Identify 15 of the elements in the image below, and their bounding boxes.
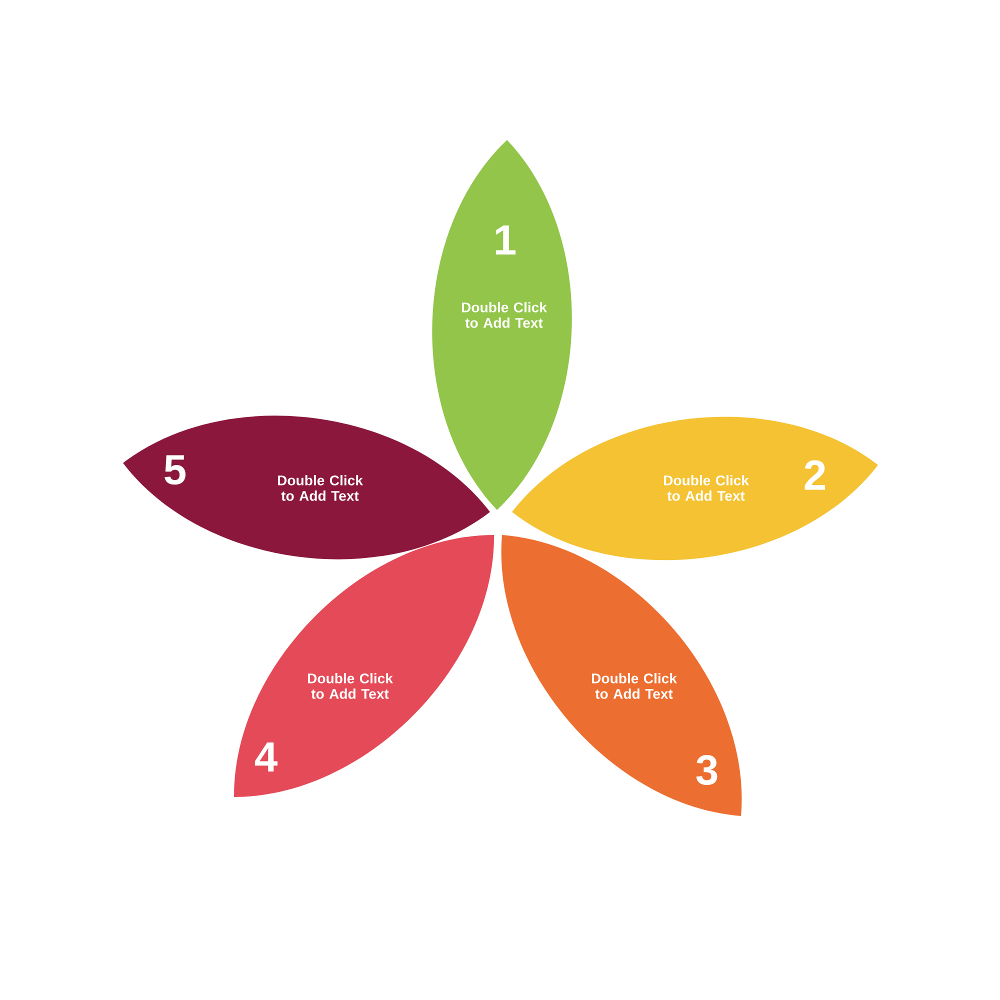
number-label: 1: [496, 226, 516, 254]
petal-text: Double Click to Add Text: [664, 475, 749, 501]
number-label: 2: [804, 460, 826, 490]
petal-text: Double Click to Add Text: [462, 302, 547, 328]
number-label: 4: [254, 742, 278, 772]
number-label: 5: [164, 455, 186, 485]
petal-text: Double Click to Add Text: [592, 673, 677, 699]
number-label: 3: [696, 755, 718, 785]
petal: [234, 535, 494, 797]
petal: [502, 535, 742, 816]
petal: [512, 416, 878, 560]
petal: [432, 140, 572, 510]
petal-text: Double Click to Add Text: [308, 673, 393, 699]
petal-text: Double Click to Add Text: [278, 475, 363, 501]
petal: [123, 416, 490, 560]
